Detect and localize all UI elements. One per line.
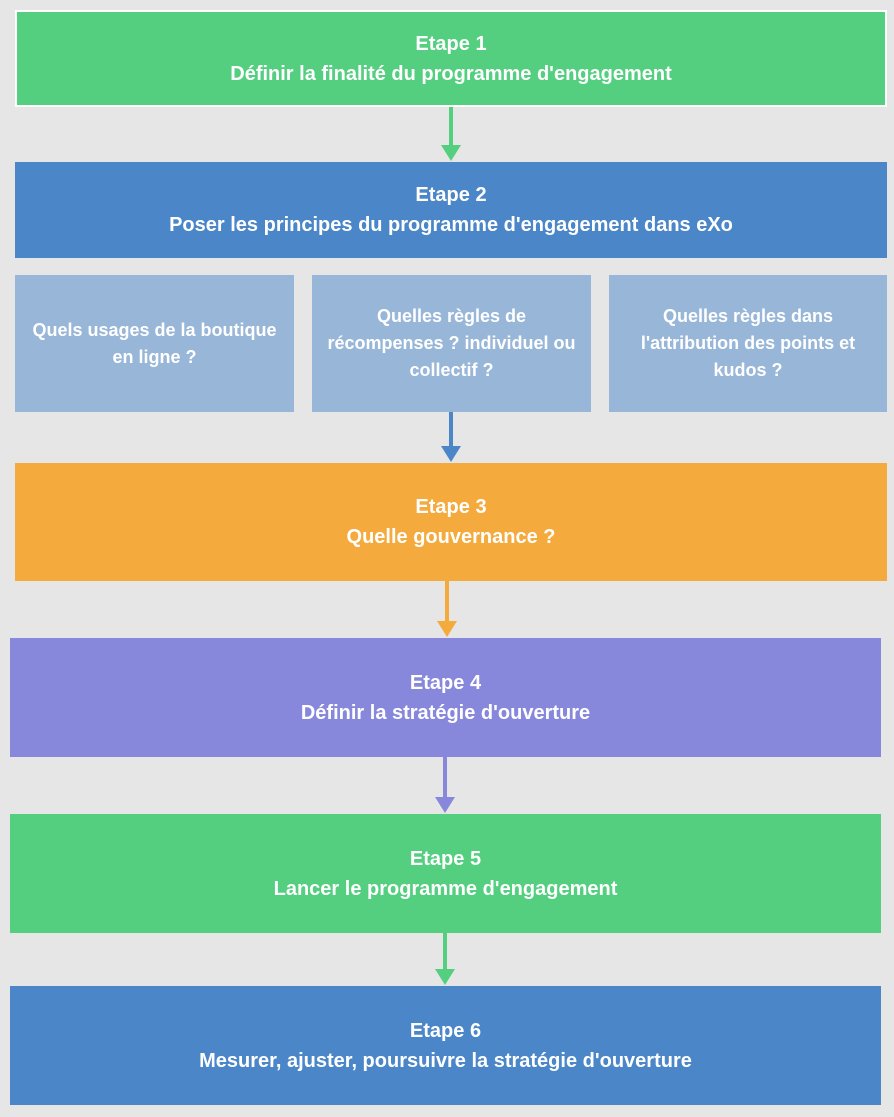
step-5-box: Etape 5 Lancer le programme d'engagement [10, 814, 881, 933]
step-6-box: Etape 6 Mesurer, ajuster, poursuivre la … [10, 986, 881, 1105]
arrow-step2-to-step3 [441, 412, 461, 462]
step-4-label: Etape 4 [409, 671, 482, 694]
step-1-label: Etape 1 [415, 32, 487, 55]
question-box-attribution: Quelles règles dans l'attribution des po… [609, 275, 887, 412]
step-1-title: Définir la finalité du programme d'engag… [230, 62, 672, 85]
question-text-usages: Quels usages de la boutique en ligne ? [32, 319, 277, 367]
step-3-box: Etape 3 Quelle gouvernance ? [15, 463, 887, 581]
step-6-label: Etape 6 [409, 1019, 482, 1042]
arrow-step3-to-step4 [437, 581, 457, 637]
step-2-box: Etape 2 Poser les principes du programme… [15, 162, 887, 258]
step-3-label: Etape 3 [415, 496, 487, 518]
step-5-title: Lancer le programme d'engagement [273, 877, 618, 900]
arrow-step4-to-step5 [435, 757, 455, 813]
question-text-recompenses: Quelles règles de récompenses ? individu… [327, 306, 576, 380]
arrow-step1-to-step2 [441, 107, 461, 161]
step-2-title: Poser les principes du programme d'engag… [169, 214, 733, 236]
question-text-attribution: Quelles règles dans l'attribution des po… [640, 306, 856, 380]
step-4-title: Définir la stratégie d'ouverture [300, 701, 591, 724]
step-2-label: Etape 2 [415, 184, 487, 206]
question-box-usages: Quels usages de la boutique en ligne ? [15, 275, 294, 412]
question-box-recompenses: Quelles règles de récompenses ? individu… [312, 275, 591, 412]
step-5-label: Etape 5 [409, 847, 482, 870]
step-3-title: Quelle gouvernance ? [346, 526, 556, 548]
step-4-box: Etape 4 Définir la stratégie d'ouverture [10, 638, 881, 757]
arrow-step5-to-step6 [435, 933, 455, 985]
step-6-title: Mesurer, ajuster, poursuivre la stratégi… [199, 1049, 692, 1072]
step-1-box: Etape 1 Définir la finalité du programme… [15, 10, 887, 107]
